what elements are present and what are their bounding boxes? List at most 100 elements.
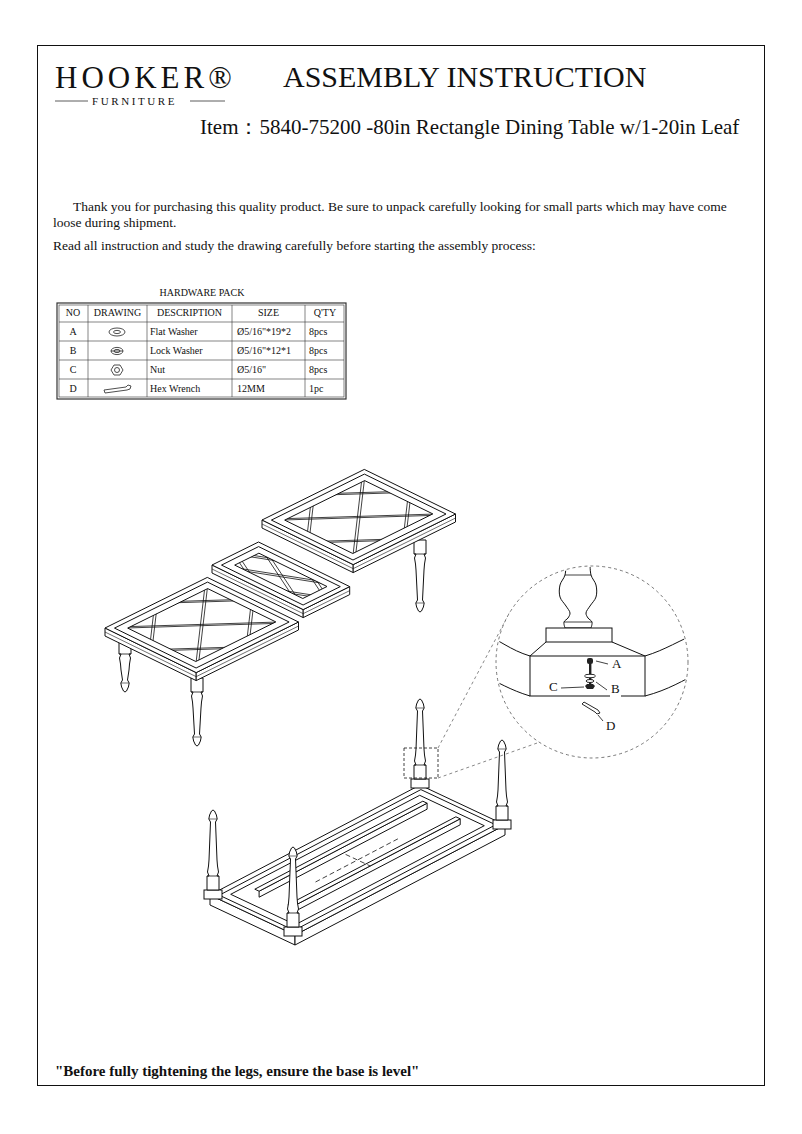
- part-letter: A: [69, 326, 76, 338]
- callout-leader: [598, 715, 603, 721]
- lock-washer-icon: [111, 351, 123, 352]
- lattice-line: [286, 432, 319, 718]
- lattice-line: [238, 456, 271, 742]
- callout-letter: B: [610, 682, 621, 697]
- note-text: "Before fully tightening the legs, ensur…: [55, 1063, 419, 1080]
- lattice-line: [235, 458, 268, 744]
- lattice-line: [172, 457, 753, 475]
- table-header: DRAWING: [94, 307, 142, 319]
- part-quantity: 8pcs: [309, 326, 327, 338]
- lattice-line: [395, 348, 428, 634]
- leg-detail: [498, 749, 506, 750]
- table-top-panel: [26, 451, 535, 701]
- lattice-line: [122, 520, 535, 585]
- lattice-line: [169, 458, 750, 476]
- brand-logo: HOOKER®: [55, 60, 236, 96]
- bolt-head: [587, 658, 593, 664]
- table-leg: [207, 810, 219, 890]
- table-leg: [287, 847, 299, 927]
- lattice-line: [0, 591, 542, 609]
- wrench-icon: [104, 385, 131, 393]
- leg-detail: [287, 913, 299, 914]
- corner-block: [493, 820, 511, 829]
- part-letter: D: [69, 383, 76, 395]
- table-header: DESCRIPTION: [157, 307, 222, 319]
- page-border: [38, 46, 765, 1086]
- table-heading: HARDWARE PACK: [160, 287, 245, 299]
- apron-face: [530, 656, 645, 696]
- part-quantity: 8pcs: [309, 345, 327, 357]
- brand-subtitle: FURNITURE: [92, 95, 177, 108]
- zoom-leader: [438, 742, 540, 778]
- part-description: Flat Washer: [150, 326, 198, 338]
- part-description: Hex Wrench: [150, 383, 200, 395]
- table-leg: [191, 678, 203, 746]
- lattice-line: [186, 481, 219, 767]
- table-leg: [414, 540, 426, 612]
- callout-letter: C: [548, 680, 559, 695]
- lattice-line: [0, 615, 493, 633]
- center-line: [316, 838, 400, 882]
- table-base-illustration: [204, 699, 511, 945]
- callout-leader: [561, 687, 584, 688]
- lattice-line: [184, 483, 217, 769]
- lattice-line: [446, 323, 479, 609]
- lattice-line: [392, 350, 425, 636]
- part-size: Ø5/16": [237, 364, 266, 376]
- apron-rail: [645, 632, 700, 656]
- top-border: [271, 474, 446, 560]
- lattice-line: [15, 565, 596, 583]
- flat-washer-icon: [114, 330, 121, 333]
- nut-icon: [115, 368, 120, 373]
- lattice-line: [0, 642, 439, 660]
- lattice-line: [292, 399, 325, 685]
- leg-detail: [416, 708, 424, 709]
- corner-block: [284, 927, 302, 936]
- part-size: Ø5/16"*12*1: [237, 345, 291, 357]
- leg-detail: [559, 560, 596, 628]
- callout-leader: [596, 682, 607, 690]
- top-border: [115, 582, 290, 668]
- lattice-line: [133, 508, 166, 794]
- leg-detail: [121, 683, 129, 684]
- frame-edge: [530, 642, 546, 656]
- document-title: ASSEMBLY INSTRUCTION: [283, 60, 646, 95]
- table-header: SIZE: [258, 307, 279, 319]
- table-header: Q'TY: [314, 307, 336, 319]
- leg-ring: [564, 622, 592, 623]
- callout-leader: [596, 661, 608, 664]
- table-border: [57, 303, 346, 399]
- lattice-line: [0, 641, 442, 659]
- leg-detail: [191, 692, 203, 693]
- part-description: Lock Washer: [150, 345, 203, 357]
- center-line: [346, 854, 371, 866]
- leg-detail: [289, 856, 297, 857]
- top-lattice: [26, 451, 535, 701]
- apron-frame: [231, 795, 485, 924]
- apron-rail: [645, 672, 700, 696]
- hardware-table: [57, 303, 346, 399]
- hardware-icons: [104, 328, 131, 393]
- flat-washer: [585, 674, 596, 678]
- top-inlay: [128, 589, 276, 662]
- item-name: Item：5840-75200 -80in Rectangle Dining T…: [200, 115, 739, 139]
- extension-rail: [292, 819, 460, 913]
- lattice-line: [84, 532, 117, 818]
- part-letter: B: [70, 345, 77, 357]
- lattice-line: [0, 667, 388, 685]
- lattice-line: [119, 521, 532, 586]
- lattice-line: [289, 431, 322, 717]
- leg-ring: [565, 575, 591, 576]
- nut-icon: [111, 365, 123, 375]
- leg-detail: [496, 806, 508, 807]
- nut: [585, 684, 595, 689]
- corner-block: [546, 628, 612, 642]
- lattice-line: [290, 400, 323, 686]
- leg-detail: [207, 876, 219, 877]
- table-top: [105, 577, 299, 672]
- table-header: NO: [66, 307, 80, 319]
- corner-block: [411, 779, 429, 788]
- lattice-line: [121, 482, 702, 500]
- part-letter: C: [70, 364, 77, 376]
- top-inlay: [235, 553, 327, 598]
